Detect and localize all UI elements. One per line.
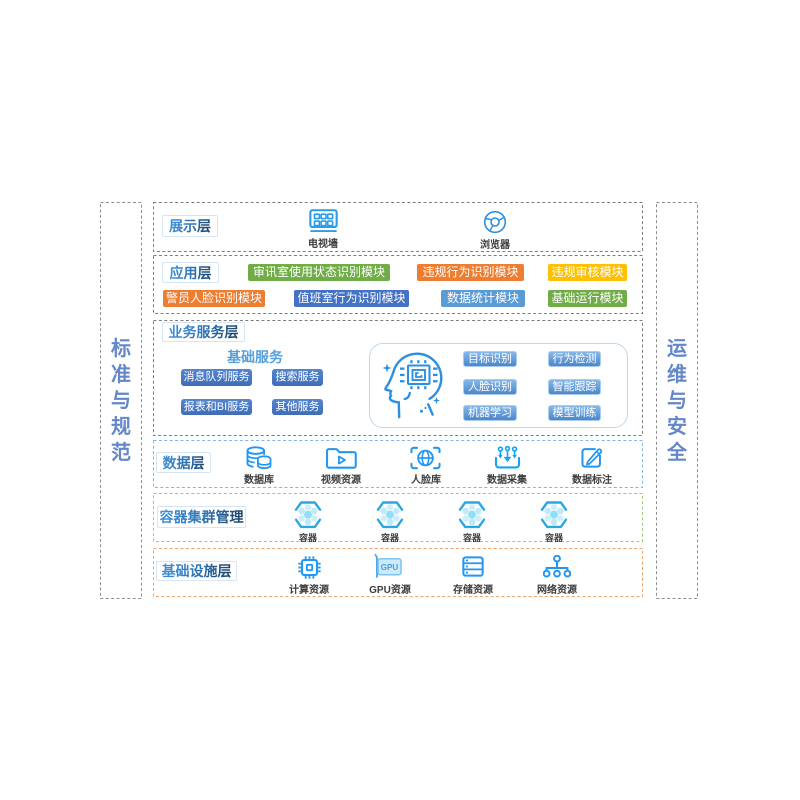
svg-text:GPU: GPU	[381, 563, 399, 572]
